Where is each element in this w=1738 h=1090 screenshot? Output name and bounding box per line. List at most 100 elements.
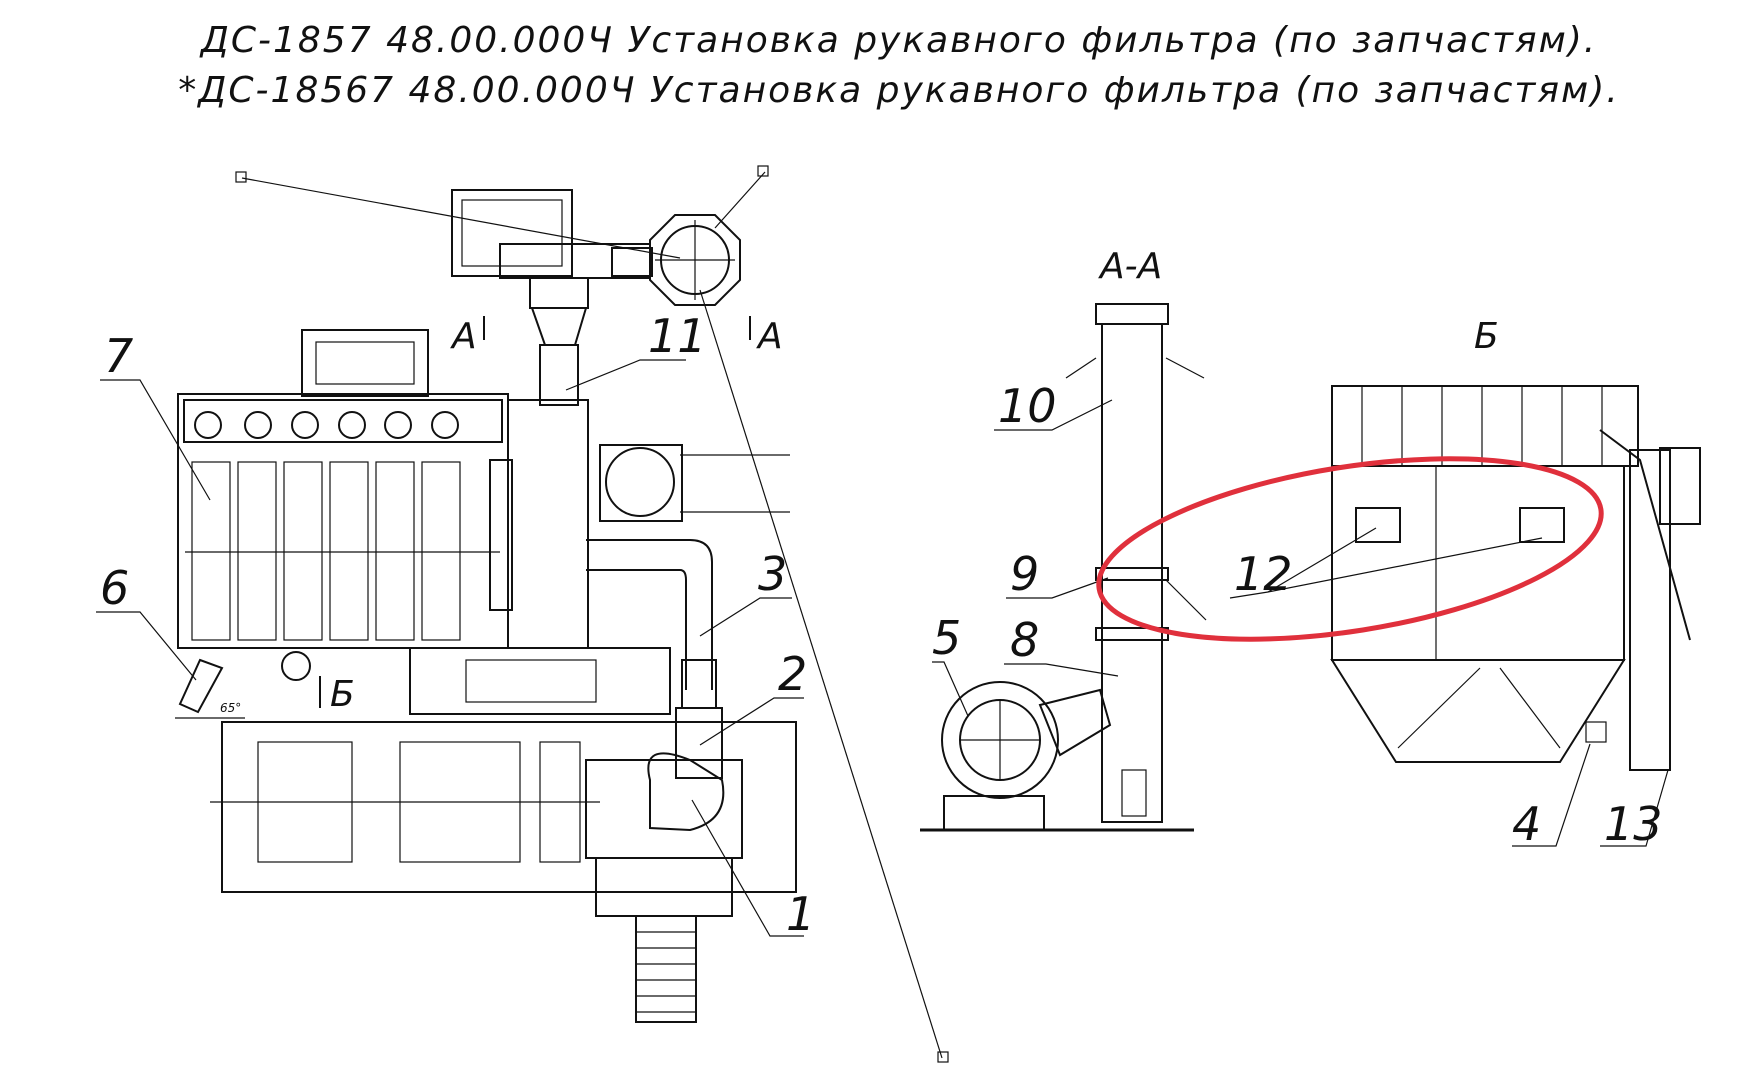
leader-7 [100,379,211,501]
highlight-ellipse [1096,456,1604,642]
fan-frame [585,759,743,859]
leader-13 [1600,769,1669,847]
leader-4 [1512,743,1591,847]
callout-6: 6 [100,561,129,615]
filter-header [183,399,503,443]
callout-8: 8 [1010,613,1039,667]
stack-cap [1095,303,1169,325]
stack [1101,323,1163,823]
duct-3-inner [586,569,687,690]
duct-2 [675,707,723,779]
control-box [301,329,429,397]
view-b-filter-body [1331,465,1625,661]
view-b-rotary [281,651,311,681]
fan-5-housing [941,681,1059,799]
guy-wire-right [1165,357,1205,379]
conveyor [635,915,697,1023]
stack-door [1121,769,1147,817]
callout-3: 3 [758,547,787,601]
leader-9 [1006,577,1109,599]
platform-grate [465,659,597,703]
base-frame [221,721,797,893]
duct-3-outer [586,539,713,690]
leader-12-a [1267,527,1377,593]
vertical-duct-upper [539,344,579,406]
duct-transition [529,277,589,309]
leader-12-b [1267,537,1543,593]
fan-5-base [943,795,1045,831]
guy-wire-lower [1165,579,1207,621]
discharge-nozzle [178,658,224,714]
top-duct-flange [611,247,653,277]
section-mark-a-right: А [756,316,783,357]
stair [1599,429,1691,641]
filter-body [177,393,509,649]
callout-5: 5 [932,611,961,665]
view-b: Б 12 4 13 [1096,316,1701,851]
guy-wire-left [1065,357,1097,379]
drawing-title-line-1: ДС-1857 48.00.000Ч Установка рукавного ф… [200,20,1598,61]
control-box-inner [315,341,415,385]
leader-12-shelf [1229,591,1269,599]
tie-line-long [699,289,943,1059]
anchor-bottom [937,1051,949,1063]
leader-11 [565,359,686,391]
fan-volute [647,752,725,832]
inspection-hatch-right [1519,507,1565,543]
callout-2: 2 [778,647,807,701]
filter-inlet-housing [507,399,589,649]
callout-10: 10 [998,379,1057,433]
cyclone-body [605,447,675,517]
platform [409,647,671,715]
cyclone-octagon [649,214,741,306]
duct-reducer [530,307,588,346]
leader-2 [699,697,804,746]
section-aa-label: А-А [1098,246,1162,287]
duct-3-joint [681,659,717,709]
callout-4: 4 [1512,797,1541,851]
cyclone-box [599,444,683,522]
section-mark-a-left: А [450,316,477,357]
inspection-hatch-left [1355,507,1401,543]
fan-5-outlet [1038,688,1112,757]
tie-line-right [714,171,766,229]
view-b-label: Б [1474,316,1499,357]
callout-9: 9 [1010,547,1039,601]
plan-view: А А Б 65° 7 6 11 3 2 1 [96,165,949,1063]
conveyor-hopper [595,857,733,917]
support-column [1629,449,1671,771]
leader-8 [1004,663,1119,677]
callout-11: 11 [648,309,707,363]
leader-1 [691,799,804,937]
callout-7: 7 [104,329,133,383]
callout-12: 12 [1234,547,1293,601]
leader-3 [699,597,792,637]
valve-4 [1585,721,1607,743]
angle-label: 65° [220,701,241,715]
callout-1: 1 [786,887,815,941]
hopper-brace-2 [1499,667,1561,749]
filter-sleeves [185,461,500,641]
leader-5 [932,661,969,717]
top-railing [1331,385,1639,467]
top-motor-inner [461,199,563,267]
drawing-title-line-2: *ДС-18567 48.00.000Ч Установка рукавного… [178,70,1620,111]
railing-posts [1361,386,1603,466]
callout-13: 13 [1604,797,1663,851]
side-cylinder [489,459,513,611]
top-motor-housing [451,189,573,277]
leader-6 [96,611,197,681]
top-duct [499,243,651,279]
hopper [1330,659,1626,763]
pulse-valves [194,411,459,439]
conveyor-steps [636,931,696,1013]
anchor-top-left [235,171,247,183]
leader-10 [994,399,1113,431]
view-mark-b: Б [330,674,355,715]
hopper-brace-1 [1397,667,1481,749]
section-aa-view: А-А 10 9 8 5 [920,246,1207,832]
anchor-top-right [757,165,769,177]
side-equipment [1659,447,1701,525]
stack-clamp-upper [1095,567,1169,581]
